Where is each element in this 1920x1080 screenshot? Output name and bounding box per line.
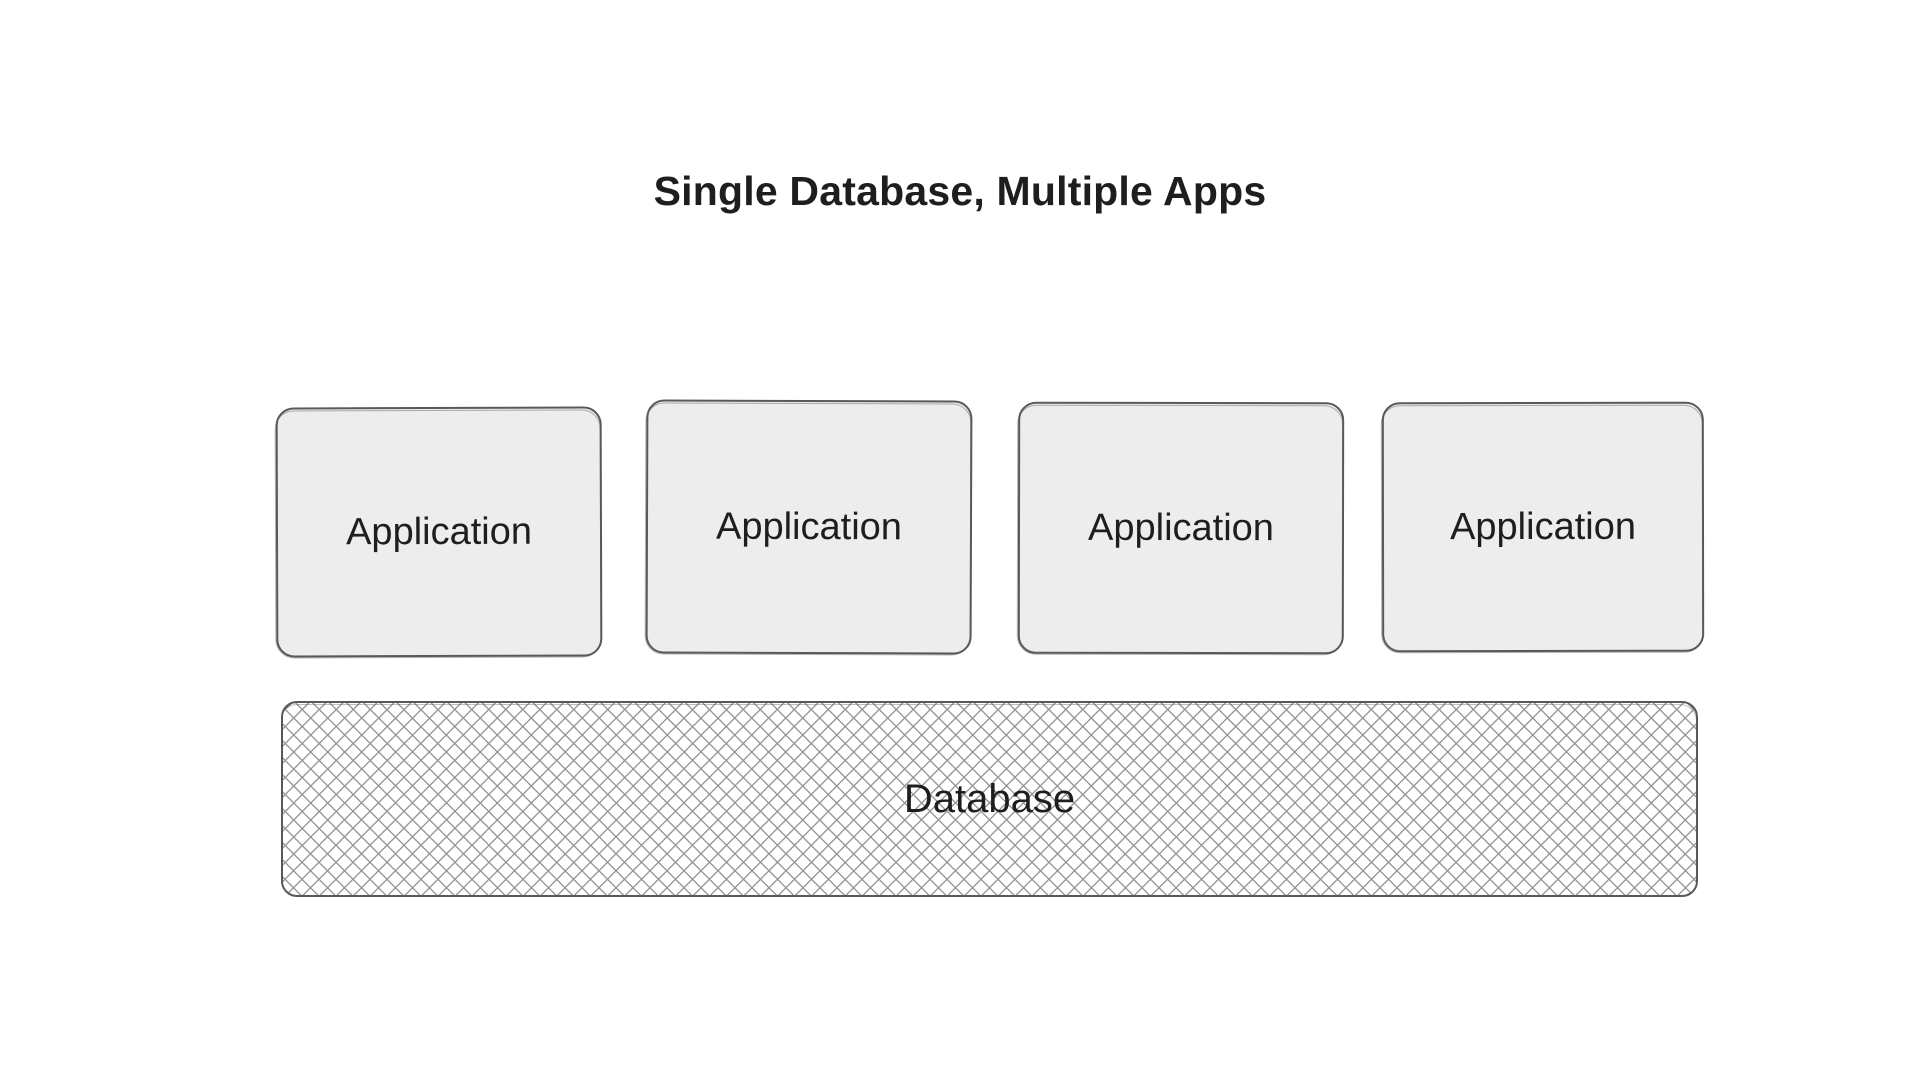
application-node-4[interactable]: Application <box>1381 401 1705 653</box>
application-node-3[interactable]: Application <box>1017 401 1345 655</box>
application-node-4-label: Application <box>1450 505 1636 548</box>
page-title: Single Database, Multiple Apps <box>653 168 1267 214</box>
application-node-1[interactable]: Application <box>275 406 603 658</box>
application-node-1-label: Application <box>345 510 533 553</box>
application-node-3-label: Application <box>1088 506 1274 549</box>
application-node-2[interactable]: Application <box>645 399 973 655</box>
database-node[interactable]: Database <box>281 701 1698 897</box>
database-node-label: Database <box>903 776 1076 821</box>
application-node-2-label: Application <box>715 505 903 548</box>
